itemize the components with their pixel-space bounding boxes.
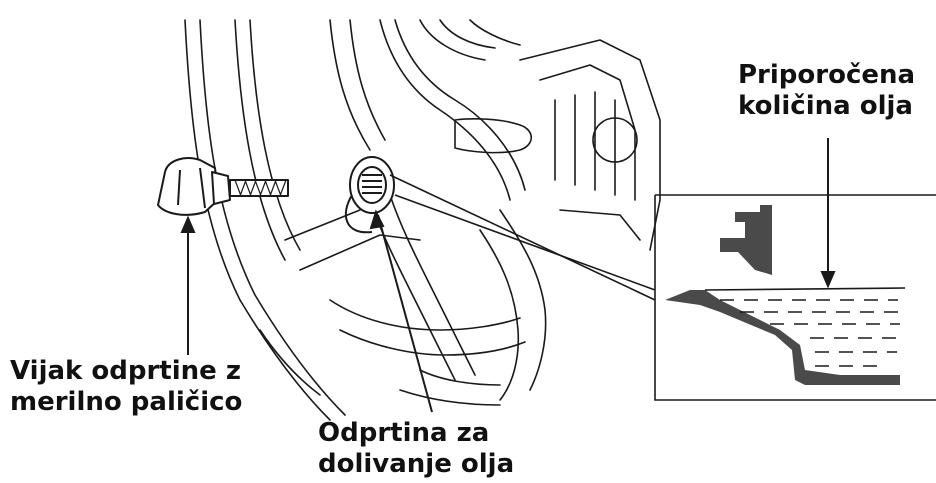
filler-opening-label-line2: dolivanje olja (318, 448, 515, 479)
dipstick-cap-label: Vijak odprtine z merilno paličico (10, 356, 242, 417)
oil-surface-dashes (720, 299, 900, 367)
filler-opening-label: Odprtina za dolivanje olja (318, 418, 514, 479)
recommended-level-label: Priporočena količina olja (738, 60, 915, 121)
filler-opening-arrowhead (369, 209, 385, 230)
engine-linework (184, 19, 661, 421)
callout-arrows (180, 138, 836, 413)
inset-leader-lines (389, 174, 656, 301)
dipstick-cap-arrowhead (180, 215, 196, 233)
dipstick-cap-icon (157, 157, 289, 216)
filler-opening-arrow (377, 214, 433, 413)
recommended-level-label-line1: Priporočena (738, 60, 916, 90)
dipstick-cap-label-line1: Vijak odprtine z (10, 356, 241, 386)
recommended-level-arrowhead (820, 271, 836, 289)
recommended-level-label-line2: količina olja (738, 90, 913, 121)
oil-level-inset (654, 194, 936, 401)
dipstick-cap-label-line2: merilno paličico (10, 386, 243, 417)
filler-opening-icon (344, 156, 395, 234)
filler-opening-label-line1: Odprtina za (318, 418, 490, 448)
